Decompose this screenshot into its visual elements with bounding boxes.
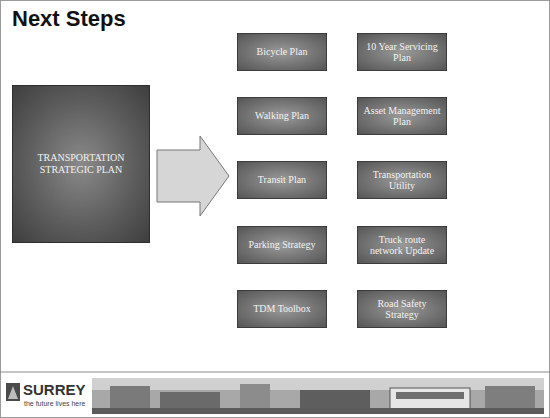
footer-photo <box>92 378 544 414</box>
box-text: Truck route network Update <box>362 234 442 257</box>
plan-box: Transportation Utility <box>357 161 447 199</box>
box-text: Road Safety Strategy <box>362 298 442 321</box>
plan-box: Road Safety Strategy <box>357 290 447 328</box>
logo-text: SURREY <box>23 381 86 398</box>
plan-box: Bicycle Plan <box>237 33 327 71</box>
box-text: Bicycle Plan <box>257 46 308 58</box>
logo-mark <box>6 383 20 401</box>
plan-box: Parking Strategy <box>237 226 327 264</box>
plan-box: 10 Year Servicing Plan <box>357 33 447 71</box>
box-text: TRANSPORTATION STRATEGIC PLAN <box>19 152 143 177</box>
plan-box: Asset Management Plan <box>357 97 447 135</box>
box-text: Transportation Utility <box>362 169 442 192</box>
plan-box: TDM Toolbox <box>237 290 327 328</box>
plan-box: Transit Plan <box>237 161 327 199</box>
strategy-box: TRANSPORTATION STRATEGIC PLAN <box>12 85 150 243</box>
plan-box: Walking Plan <box>237 97 327 135</box>
footer-rule <box>0 372 550 373</box>
logo-mark <box>8 386 18 399</box>
box-text: Parking Strategy <box>249 239 316 251</box>
box-text: Transit Plan <box>258 174 306 186</box>
box-text: Walking Plan <box>255 110 309 122</box>
box-text: Asset Management Plan <box>362 105 442 128</box>
block-arrow <box>157 136 229 216</box>
logo-tagline: the future lives here <box>24 400 85 407</box>
box-text: 10 Year Servicing Plan <box>362 41 442 64</box>
slide-title: Next Steps <box>12 6 126 32</box>
box-text: TDM Toolbox <box>253 303 311 315</box>
plan-box: Truck route network Update <box>357 226 447 264</box>
